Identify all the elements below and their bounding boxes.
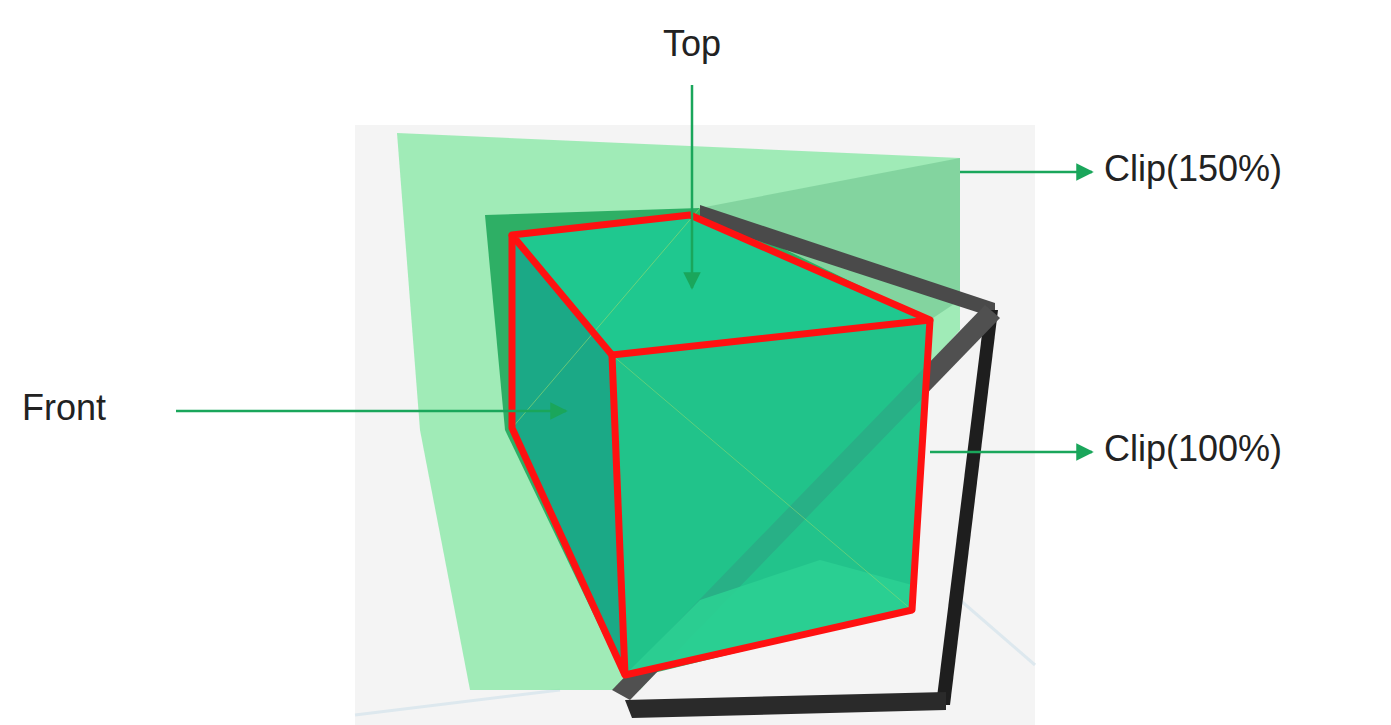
leader-line: [691, 85, 694, 288]
floor-line: [960, 600, 1035, 665]
viewport-background: [355, 125, 1035, 725]
leader-line: [930, 451, 1092, 454]
clip-100-outline: [512, 215, 930, 675]
callout-label: Clip(100%): [1104, 429, 1282, 469]
callout-label: Clip(150%): [1104, 149, 1282, 189]
floor-line: [355, 690, 560, 715]
callout-label: Front: [22, 388, 106, 428]
side-face: [612, 320, 930, 675]
inner-diagonal: [612, 355, 912, 610]
leader-line: [960, 171, 1092, 174]
leader-line: [176, 410, 566, 413]
clip-volume: [485, 208, 930, 680]
inner-diagonal: [512, 208, 700, 428]
leader-arrows: [176, 85, 1092, 452]
callout-label: Top: [663, 24, 721, 64]
